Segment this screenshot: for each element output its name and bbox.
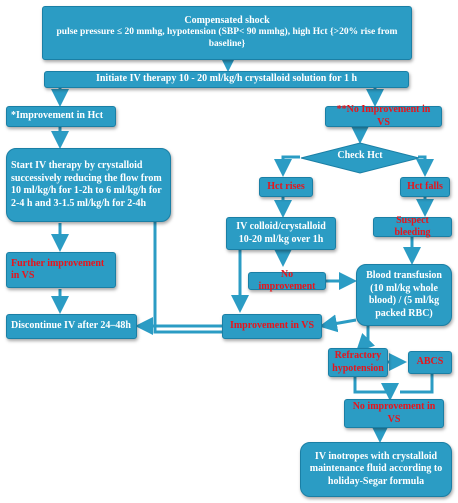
suspect-bleeding-label: Suspect bleeding [394, 214, 431, 239]
improvement-vs-box: Improvement in VS [222, 314, 322, 339]
compensated-shock-detail: pulse pressure ≤ 20 mmhg, hypotension (S… [56, 27, 398, 50]
abcs-label: ABCS [416, 356, 444, 368]
iv-colloid-box: IV colloid/crystalloid 10-20 ml/kg over … [226, 217, 336, 250]
refractory-hypotension-box: Refractory hypotension [328, 348, 388, 377]
check-hct-label: Check Hct [337, 150, 383, 161]
arrow-refractory-to-no-improvement-vs [353, 377, 399, 401]
compensated-shock-box: Compensated shock pulse pressure ≤ 20 mm… [42, 6, 412, 60]
start-iv-therapy-box: Start IV therapy by crystalloid successi… [6, 148, 171, 222]
abcs-box: ABCS [408, 351, 452, 374]
no-improvement-box: No improvement [248, 269, 326, 292]
arrow-check-to-hct-rises [274, 155, 300, 177]
blood-transfusion-label: Blood transfusion (10 ml/kg whole blood)… [366, 270, 442, 319]
arrow-transfusion-to-refractory [355, 326, 375, 353]
no-improvement-vs-label: **No Improvement in VS [336, 104, 431, 128]
hct-falls-label: Hct falls [407, 180, 443, 192]
improvement-hct-label: *Improvement in Hct [11, 110, 104, 122]
hct-rises-box: Hct rises [259, 177, 313, 197]
no-improvement-vs-2-label: No improvement in VS [352, 401, 436, 425]
no-improvement-vs-2-box: No improvement in VS [344, 399, 444, 428]
compensated-shock-title: Compensated shock [184, 14, 270, 26]
discontinue-iv-box: Discontinue IV after 24–48h [6, 314, 137, 339]
iv-inotropes-label: IV inotropes with crystalloid maintenanc… [309, 450, 443, 487]
blood-transfusion-box: Blood transfusion (10 ml/kg whole blood)… [356, 264, 452, 326]
iv-colloid-label: IV colloid/crystalloid 10-20 ml/kg over … [236, 221, 326, 245]
further-improvement-box: Further improvement in VS [6, 252, 116, 288]
no-improvement-vs-box: **No Improvement in VS [325, 104, 442, 128]
discontinue-iv-label: Discontinue IV after 24–48h [11, 320, 131, 332]
initiate-iv-label: Initiate IV therapy 10 - 20 ml/kg/h crys… [95, 73, 358, 85]
iv-inotropes-box: IV inotropes with crystalloid maintenanc… [300, 442, 452, 497]
start-iv-therapy-label: Start IV therapy by crystalloid successi… [11, 160, 162, 209]
no-improvement-label: No improvement [258, 268, 316, 293]
arrow-transfusion-to-improvement-vs [319, 314, 357, 333]
arrow-abcs-to-no-improvement-vs [400, 374, 434, 394]
arrow-improvement-vs-to-start-iv [146, 193, 222, 334]
refractory-hypotension-label: Refractory hypotension [332, 350, 384, 374]
arrow-check-to-hct-falls [416, 155, 434, 177]
further-improvement-label: Further improvement in VS [11, 257, 105, 282]
initiate-iv-box: Initiate IV therapy 10 - 20 ml/kg/h crys… [44, 71, 409, 88]
improvement-vs-label: Improvement in VS [229, 320, 315, 332]
hct-rises-label: Hct rises [267, 180, 305, 192]
check-hct-diamond [300, 142, 420, 174]
improvement-hct-box: *Improvement in Hct [6, 106, 116, 127]
hct-falls-box: Hct falls [400, 177, 450, 197]
suspect-bleeding-box: Suspect bleeding [373, 214, 452, 239]
